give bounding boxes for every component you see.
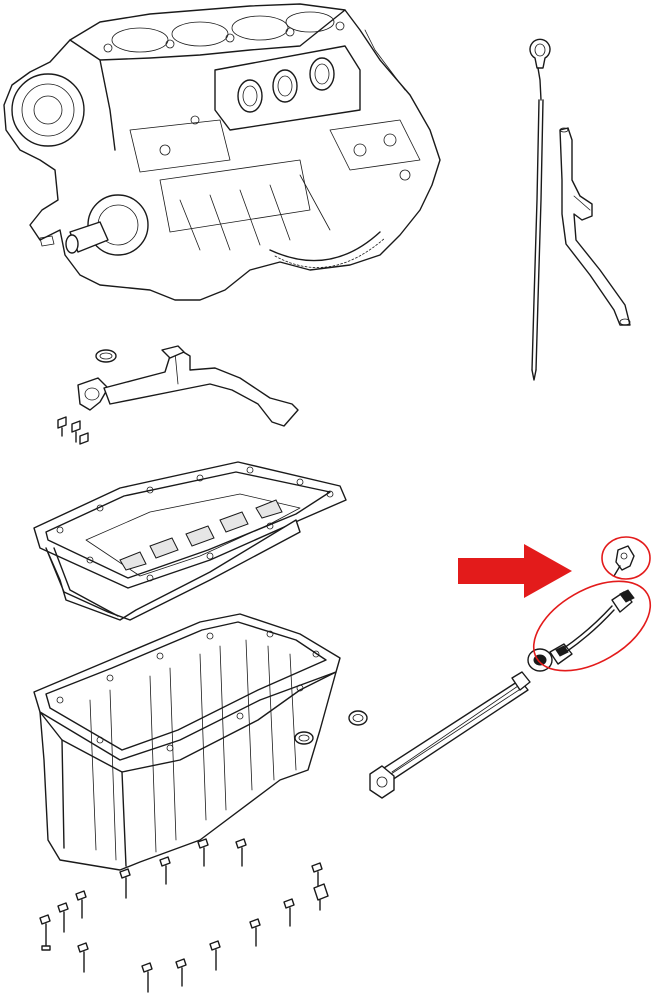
wiring-clip [613,545,635,577]
highlight-circle-clip [601,536,651,580]
red-arrow-icon [458,544,572,598]
highlight-circle-connector [532,580,652,672]
oil-pan-bolts [39,838,329,993]
engine-block [3,3,441,301]
o-ring [95,349,117,363]
oil-level-sensor-connector [527,589,635,672]
lower-oil-pan [33,613,341,871]
upper-oil-pan [33,461,347,621]
drain-plug-washer [348,710,368,726]
dipstick-tube [559,127,631,326]
red-arrow-callout [458,536,652,672]
oil-pickup-tube [77,345,299,427]
dipstick [529,38,551,381]
pickup-bolts [57,416,89,445]
oil-level-sensor-bar [369,671,531,799]
